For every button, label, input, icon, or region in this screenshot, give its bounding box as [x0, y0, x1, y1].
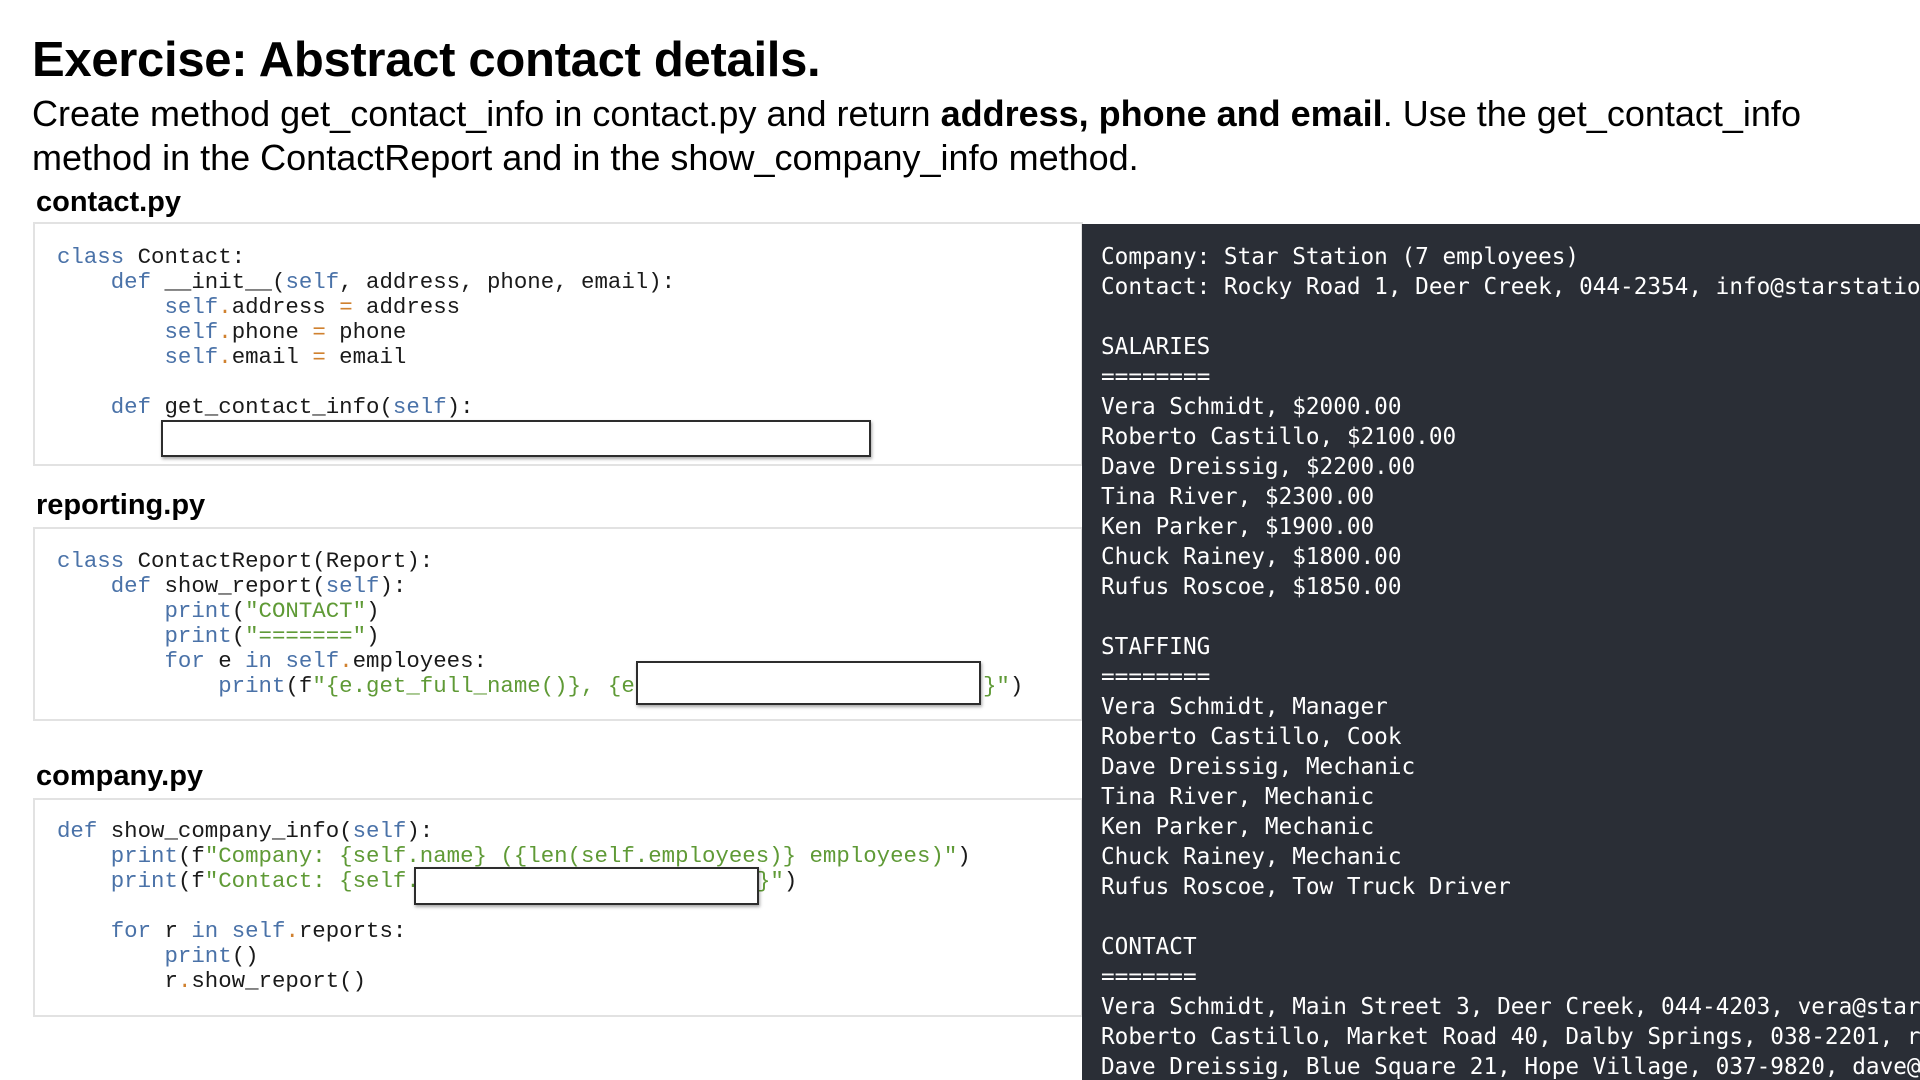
terminal-line: Ken Parker, $1900.00 [1101, 514, 1375, 540]
instructions-text-end: . Use the get_contact_info method in the… [32, 93, 1801, 178]
code-line: print(f"Contact: {self. [110, 868, 420, 894]
code-line: print(f"{e.get_full_name()}, {e. [218, 673, 649, 699]
terminal-line: ======== [1101, 364, 1211, 390]
contact-code: class Contact: def __init__(self, addres… [57, 245, 675, 420]
company-code: def show_company_info(self): print(f"Com… [57, 819, 971, 994]
company-code-block: def show_company_info(self): print(f"Com… [33, 798, 1083, 1017]
code-line: print() [164, 943, 259, 969]
contact-file-label: contact.py [36, 186, 182, 218]
terminal-line: Roberto Castillo, $2100.00 [1101, 424, 1457, 450]
code-line: class Contact: [57, 244, 246, 270]
terminal-line: SALARIES [1101, 334, 1211, 360]
code-line: self.email = email [164, 344, 407, 370]
reporting-code-block: class ContactReport(Report): def show_re… [33, 527, 1083, 721]
terminal-output-panel: Company: Star Station (7 employees) Cont… [1082, 224, 1920, 1080]
terminal-line: CONTACT [1101, 934, 1197, 960]
terminal-line: Vera Schmidt, Main Street 3, Deer Creek,… [1101, 994, 1920, 1020]
instructions-text-start: Create method get_contact_info in contac… [32, 93, 941, 134]
terminal-line: Dave Dreissig, Blue Square 21, Hope Vill… [1101, 1054, 1920, 1080]
terminal-line: Rufus Roscoe, $1850.00 [1101, 574, 1402, 600]
answer-blank-company[interactable] [414, 867, 759, 905]
terminal-line: Company: Star Station (7 employees) [1101, 244, 1580, 270]
code-line: print(f"Company: {self.name} ({len(self.… [110, 843, 971, 869]
code-line: def get_contact_info(self): [110, 394, 474, 420]
code-line: for r in self.reports: [110, 918, 407, 944]
instructions-bold-text: address, phone and email [940, 93, 1383, 134]
terminal-line: ======== [1101, 664, 1211, 690]
reporting-code-tail: }") [983, 673, 1024, 699]
terminal-line: Contact: Rocky Road 1, Deer Creek, 044-2… [1101, 274, 1920, 300]
terminal-line: Dave Dreissig, $2200.00 [1101, 454, 1416, 480]
code-line: def show_report(self): [110, 573, 407, 599]
terminal-line: Ken Parker, Mechanic [1101, 814, 1375, 840]
exercise-instructions: Create method get_contact_info in contac… [32, 92, 1892, 180]
code-line: self.address = address [164, 294, 461, 320]
company-file-label: company.py [36, 760, 204, 792]
company-code-tail: }") [757, 868, 798, 894]
code-line: print("=======") [164, 623, 380, 649]
terminal-line: Vera Schmidt, $2000.00 [1101, 394, 1402, 420]
reporting-code: class ContactReport(Report): def show_re… [57, 549, 648, 699]
terminal-line: Chuck Rainey, $1800.00 [1101, 544, 1402, 570]
terminal-line: Dave Dreissig, Mechanic [1101, 754, 1416, 780]
code-line: for e in self.employees: [164, 648, 488, 674]
code-line: r.show_report() [57, 968, 367, 994]
code-line: print("CONTACT") [164, 598, 380, 624]
code-line: def show_company_info(self): [57, 818, 434, 844]
terminal-line: Rufus Roscoe, Tow Truck Driver [1101, 874, 1511, 900]
answer-blank-return[interactable] [161, 420, 871, 457]
terminal-line: STAFFING [1101, 634, 1211, 660]
code-line: def __init__(self, address, phone, email… [110, 269, 676, 295]
answer-blank-report[interactable] [636, 661, 981, 705]
exercise-title: Exercise: Abstract contact details. [32, 33, 821, 87]
code-line: class ContactReport(Report): [57, 548, 434, 574]
terminal-line: Chuck Rainey, Mechanic [1101, 844, 1402, 870]
terminal-line: Roberto Castillo, Market Road 40, Dalby … [1101, 1024, 1920, 1050]
terminal-line: ======= [1101, 964, 1197, 990]
code-line: self.phone = phone [164, 319, 407, 345]
terminal-output: Company: Star Station (7 employees) Cont… [1101, 242, 1920, 1080]
terminal-line: Vera Schmidt, Manager [1101, 694, 1388, 720]
reporting-file-label: reporting.py [36, 489, 206, 521]
terminal-line: Tina River, Mechanic [1101, 784, 1375, 810]
terminal-line: Tina River, $2300.00 [1101, 484, 1375, 510]
terminal-line: Roberto Castillo, Cook [1101, 724, 1402, 750]
contact-code-block: class Contact: def __init__(self, addres… [33, 222, 1083, 466]
